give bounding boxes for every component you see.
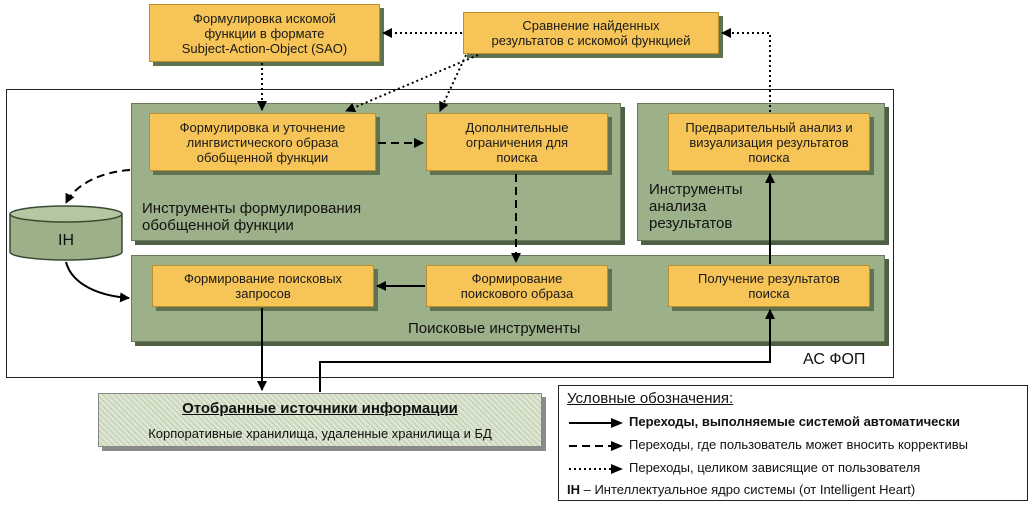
legend-row-ih: IH – Интеллектуальное ядро системы (от I… bbox=[567, 482, 915, 497]
formulate-box: Формулировка и уточнение лингвистическог… bbox=[149, 113, 376, 171]
formulation-tools-label: Инструменты формулирования обобщенной фу… bbox=[142, 200, 362, 234]
arrow-formulation-to-ih bbox=[65, 169, 131, 204]
legend-ih-text: – Интеллектуальное ядро системы (от Inte… bbox=[580, 482, 916, 497]
arrow-preanalysis-to-compare bbox=[721, 28, 771, 112]
solid-arrow-icon bbox=[569, 417, 623, 428]
search-tools-label: Поисковые инструменты bbox=[408, 320, 581, 337]
sources-subtitle: Корпоративные хранилища, удаленные храни… bbox=[148, 426, 492, 441]
legend-title: Условные обозначения: bbox=[567, 390, 734, 407]
get-results-box: Получение результатов поиска bbox=[668, 265, 870, 307]
legend-ih-abbr: IH bbox=[567, 482, 580, 497]
sources-box: Отобранные источники информации Корпорат… bbox=[98, 393, 542, 447]
constraints-box: Дополнительные ограничения для поиска bbox=[426, 113, 608, 171]
queries-box: Формирование поисковых запросов bbox=[152, 265, 374, 307]
analysis-tools-label: Инструменты анализа результатов bbox=[649, 181, 743, 232]
database-cylinder bbox=[9, 205, 123, 261]
sources-title: Отобранные источники информации bbox=[182, 400, 458, 417]
legend: Условные обозначения: Переходы, выполняе… bbox=[558, 385, 1028, 501]
legend-solid-label: Переходы, выполняемые системой автоматич… bbox=[629, 414, 960, 429]
legend-row-solid: Переходы, выполняемые системой автоматич… bbox=[567, 414, 960, 429]
dotted-arrow-icon bbox=[569, 463, 623, 474]
compare-box: Сравнение найденных результатов с искомо… bbox=[463, 12, 719, 54]
arrow-compare-to-formulate bbox=[345, 54, 479, 113]
arrow-sources-to-results bbox=[319, 309, 775, 392]
sao-box: Формулировка искомой функции в формате S… bbox=[149, 4, 380, 62]
search-image-box: Формирование поискового образа bbox=[426, 265, 608, 307]
preanalysis-box: Предварительный анализ и визуализация ре… bbox=[668, 113, 870, 171]
legend-dashed-label: Переходы, где пользователь может вносить… bbox=[629, 437, 969, 452]
system-label: АС ФОП bbox=[803, 351, 866, 368]
legend-row-dashed: Переходы, где пользователь может вносить… bbox=[567, 437, 968, 452]
dashed-arrow-icon bbox=[569, 440, 623, 451]
legend-dotted-label: Переходы, целиком зависящие от пользоват… bbox=[629, 460, 921, 475]
arrow-ih-to-search-tools bbox=[65, 261, 130, 303]
arrow-compare-to-constraints bbox=[439, 54, 467, 112]
database-label: IH bbox=[58, 232, 74, 249]
legend-row-dotted: Переходы, целиком зависящие от пользоват… bbox=[567, 460, 920, 475]
